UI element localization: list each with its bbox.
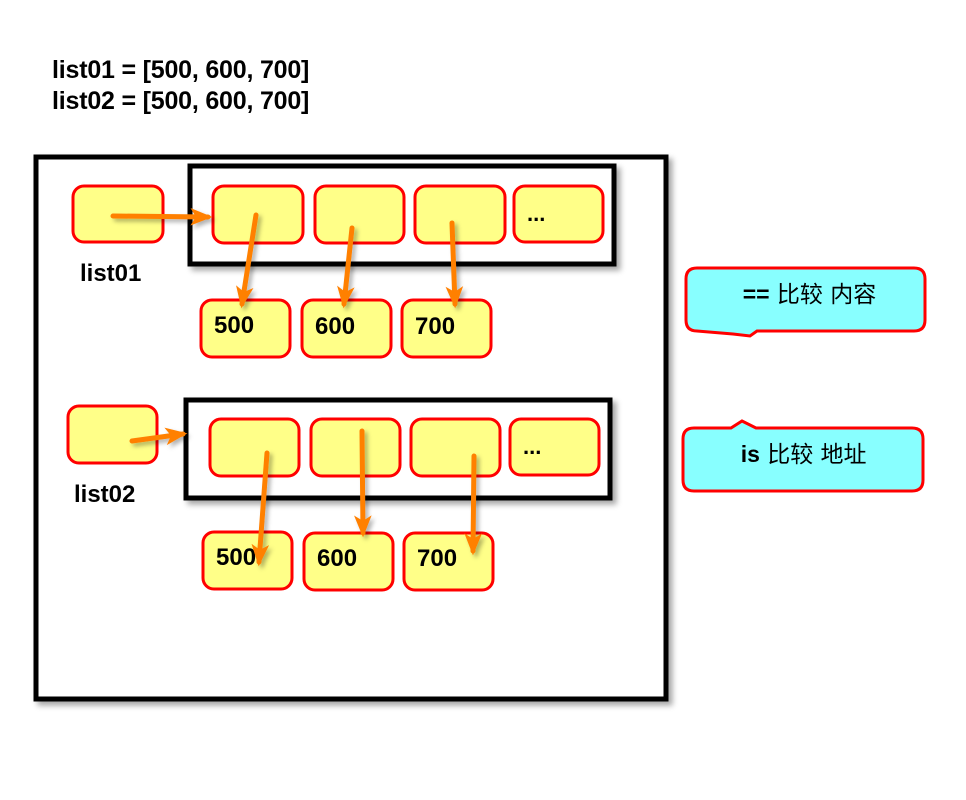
callout-identity-description: 比较 地址 — [760, 442, 867, 468]
callout-equality-text: == 比较 内容 — [698, 281, 908, 308]
list02-value-500 — [201, 530, 294, 591]
list02-group: list02 ... 500 600 700 — [66, 397, 613, 592]
callout-equality-description: 比较 内容 — [770, 282, 877, 308]
list02-arrow-to-600 — [354, 428, 372, 538]
list01-value-label-2: 700 — [415, 313, 455, 340]
callout-identity: is 比较 地址 — [681, 419, 925, 493]
callout-identity-bubble — [681, 419, 925, 493]
list02-label: list02 — [74, 481, 135, 508]
list02-arrow-to-700 — [464, 453, 482, 556]
list01-slot-2 — [413, 184, 507, 245]
callout-equality-operator: == — [743, 281, 770, 307]
list02-value-600 — [302, 531, 395, 592]
list01-value-label-1: 600 — [315, 313, 355, 340]
list01-arrow-to-500 — [236, 212, 259, 309]
list02-value-label-0: 500 — [216, 544, 256, 571]
list01-slot-ellipsis: ... — [527, 201, 545, 226]
code-line-list02: list02 = [500, 600, 700] — [52, 87, 310, 115]
list02-slot-3 — [508, 417, 601, 477]
callout-identity-operator: is — [741, 441, 760, 467]
callout-equality-bubble — [684, 266, 927, 338]
list01-label: list01 — [80, 260, 141, 287]
list02-arrow-to-500 — [251, 450, 270, 567]
list02-reference-arrow — [129, 427, 188, 446]
list01-arrow-to-600 — [337, 225, 355, 309]
list01-group: list01 ... 500 600 700 — [71, 163, 617, 359]
list02-value-label-2: 700 — [417, 545, 457, 572]
list02-slot-ellipsis: ... — [523, 434, 541, 459]
list02-variable-cell — [66, 404, 159, 465]
list01-reference-arrow — [110, 208, 213, 226]
list01-arrow-to-700 — [445, 220, 464, 309]
callout-identity-text: is 比较 地址 — [696, 441, 899, 468]
list01-value-label-0: 500 — [214, 312, 254, 339]
callout-equality: == 比较 内容 — [684, 266, 927, 338]
code-line-list01: list01 = [500, 600, 700] — [52, 56, 310, 84]
list02-slot-2 — [409, 417, 502, 478]
list02-slot-1 — [309, 417, 402, 478]
list02-value-label-1: 600 — [317, 545, 357, 572]
list01-slot-1 — [313, 184, 406, 245]
list02-slot-0 — [208, 417, 301, 478]
list01-slot-3 — [512, 184, 605, 244]
